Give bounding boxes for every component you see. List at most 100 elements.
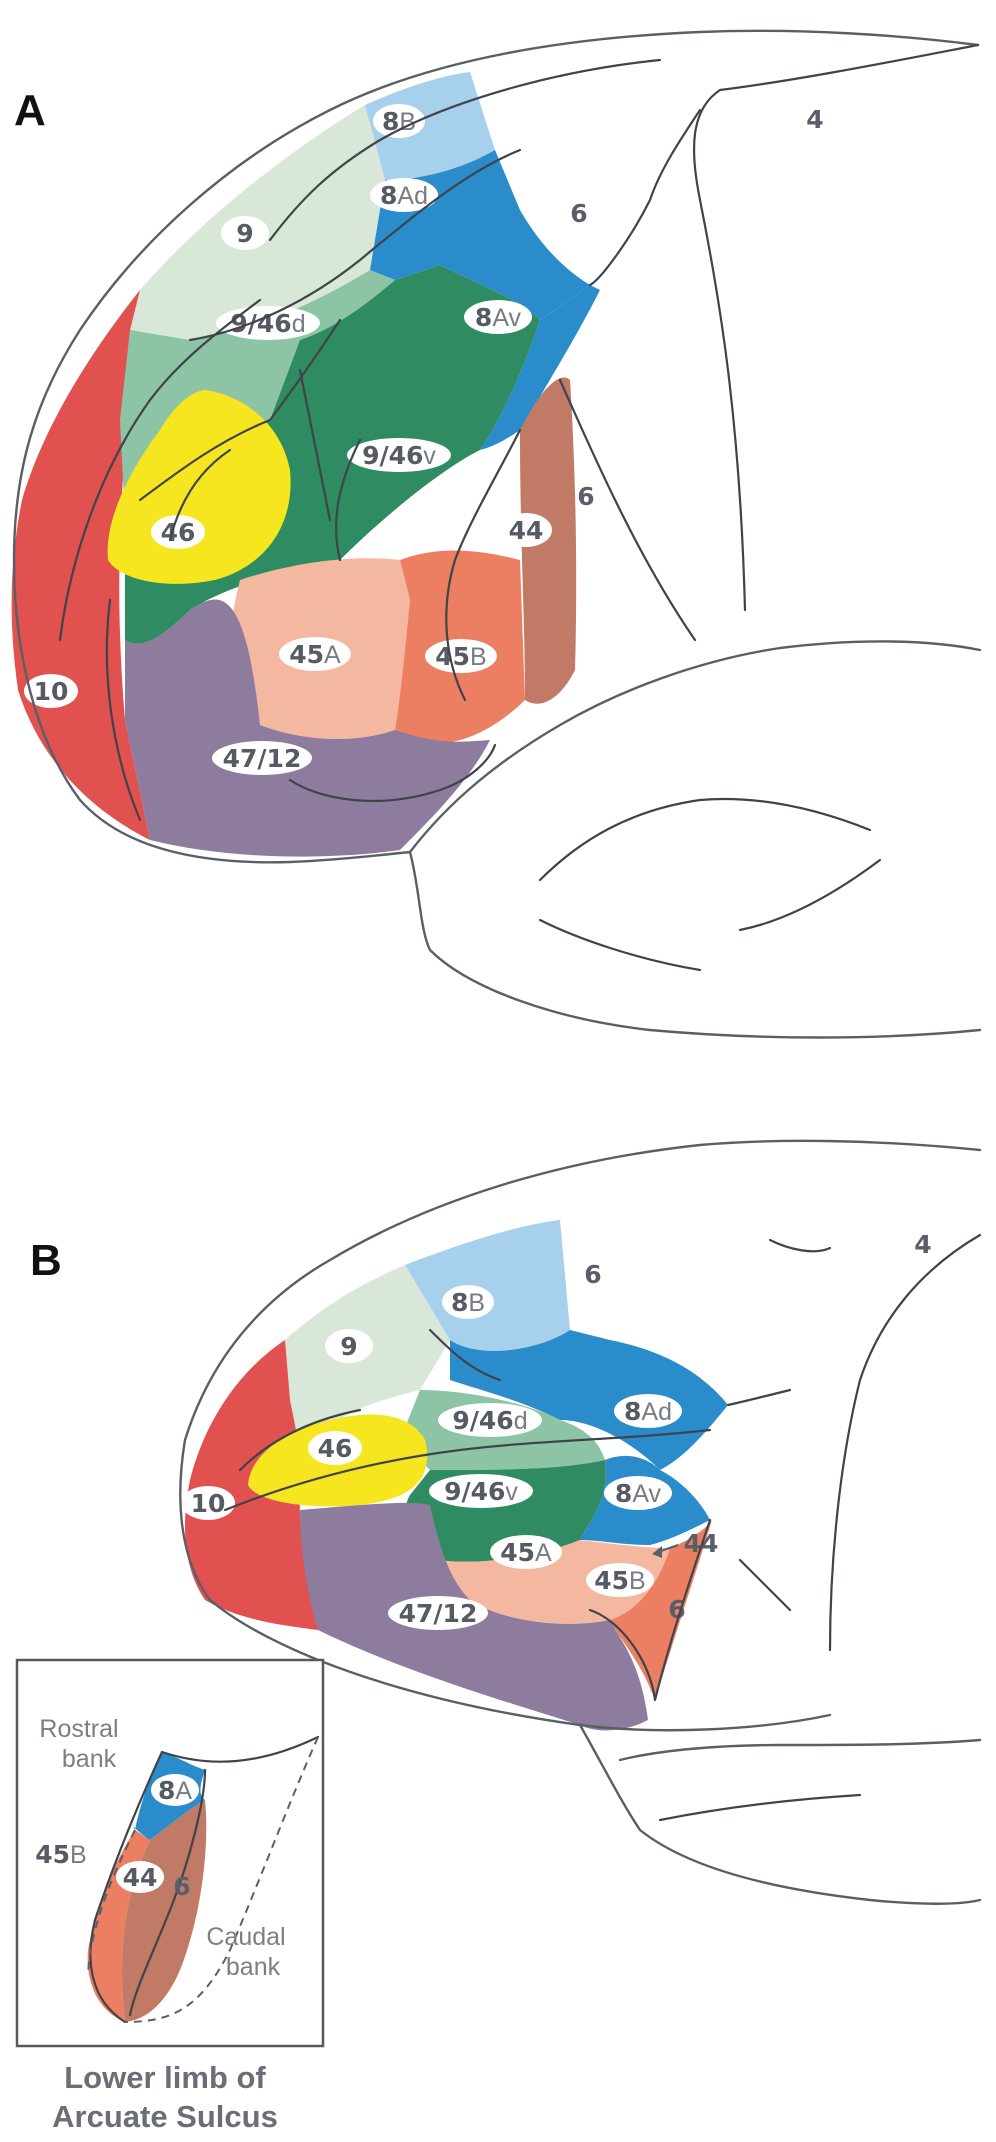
plain-6-mid-a: 6 xyxy=(577,482,594,511)
brain-outline-b xyxy=(179,1139,982,1905)
panel-b: B 8B 9 9/46d xyxy=(30,1139,982,1905)
brain-outline-a xyxy=(12,29,982,1039)
svg-text:8Ad: 8Ad xyxy=(380,181,428,210)
svg-text:46: 46 xyxy=(318,1434,353,1463)
sulcus-b-8 xyxy=(738,1558,792,1612)
label-10-b: 10 xyxy=(181,1486,235,1520)
label-8b-b: 8B xyxy=(442,1285,494,1319)
inset-label-8a-num: 8 xyxy=(158,1776,175,1805)
area-8b-region-b xyxy=(405,1220,570,1351)
label-45a-b: 45A xyxy=(490,1535,562,1569)
sulcus-a-4 xyxy=(558,378,697,642)
inset-caudal-label-2: bank xyxy=(226,1953,281,1981)
sulcus-b-3 xyxy=(726,1388,792,1407)
area-labels-b: 8B 9 9/46d 8Ad 46 9/46v xyxy=(181,1285,682,1630)
inset-line-3 xyxy=(128,1768,207,2017)
label-45a: 45A xyxy=(279,637,351,671)
inset-label-45b: 45B xyxy=(35,1840,86,1869)
label-45b: 45B xyxy=(425,639,497,673)
label-8b-sfx: B xyxy=(399,108,416,136)
label-8ad-b-sfx: Ad xyxy=(641,1398,672,1426)
plain-4-a: 4 xyxy=(806,105,823,134)
label-44: 44 xyxy=(500,513,552,547)
label-9-46v-sfx: v xyxy=(423,442,436,470)
label-10: 10 xyxy=(24,674,78,708)
label-9-46v: 9/46v xyxy=(347,438,451,472)
label-9-46d-num: 9/46 xyxy=(230,309,291,338)
label-9-46v-b-sfx: v xyxy=(505,1478,518,1506)
label-45a-sfx: A xyxy=(324,641,341,669)
sulcus-a-14 xyxy=(538,918,702,972)
sulcus-a-5 xyxy=(445,428,522,702)
svg-text:9/46v: 9/46v xyxy=(362,441,436,470)
label-46-b-num: 46 xyxy=(318,1434,353,1463)
label-8av-num: 8 xyxy=(475,303,492,332)
arrowhead-44-b xyxy=(652,1546,662,1558)
area-9-region-b xyxy=(285,1265,450,1450)
label-8ad-b: 8Ad xyxy=(614,1394,682,1428)
svg-text:44: 44 xyxy=(509,516,544,545)
sulcus-a-2 xyxy=(588,108,702,287)
label-9-b-num: 9 xyxy=(340,1332,357,1361)
area-8b-region xyxy=(365,72,495,180)
label-9-46d-b: 9/46d xyxy=(438,1403,542,1437)
svg-text:45B: 45B xyxy=(435,642,486,671)
svg-text:9: 9 xyxy=(340,1332,357,1361)
panel-b-letter: B xyxy=(30,1236,62,1285)
label-47-12: 47/12 xyxy=(212,741,312,775)
sulcus-a-13 xyxy=(738,858,882,932)
label-47-12-b-num: 47/12 xyxy=(399,1599,478,1628)
label-45b-b-num: 45 xyxy=(594,1566,629,1595)
svg-text:8Av: 8Av xyxy=(615,1479,662,1508)
label-45a-b-sfx: A xyxy=(535,1539,552,1567)
svg-text:9/46v: 9/46v xyxy=(444,1477,518,1506)
label-45b-sfx: B xyxy=(470,643,487,671)
inset-area-44 xyxy=(121,1800,207,2022)
svg-text:8A: 8A xyxy=(158,1776,192,1805)
label-8ad-num: 8 xyxy=(380,181,397,210)
plain-6-low-b: 6 xyxy=(668,1595,685,1624)
panel-a-letter: A xyxy=(14,86,46,135)
plain-6-top-b: 6 xyxy=(584,1260,601,1289)
plain-4-b: 4 xyxy=(914,1230,931,1259)
svg-text:47/12: 47/12 xyxy=(223,744,302,773)
sulcus-b-2 xyxy=(768,1238,832,1253)
label-8av-sfx: Av xyxy=(492,304,521,332)
inset-caudal-label-1: Caudal xyxy=(206,1923,285,1951)
label-10-b-num: 10 xyxy=(191,1489,226,1518)
sulcus-a-12 xyxy=(538,797,872,882)
inset-label-44: 44 xyxy=(116,1861,164,1893)
inset-plain-6: 6 xyxy=(173,1872,190,1901)
label-8av-b-num: 8 xyxy=(615,1479,632,1508)
plain-44-b: 44 xyxy=(684,1529,719,1558)
sulcus-a-1 xyxy=(692,43,980,612)
svg-text:47/12: 47/12 xyxy=(399,1599,478,1628)
label-45b-b: 45B xyxy=(586,1563,654,1597)
label-8b-b-sfx: B xyxy=(468,1289,485,1317)
area-8av-region xyxy=(480,285,600,450)
label-45a-b-num: 45 xyxy=(500,1538,535,1567)
sulcus-a-3 xyxy=(268,58,662,242)
label-8b-b-num: 8 xyxy=(451,1288,468,1317)
label-8ad-b-num: 8 xyxy=(624,1397,641,1426)
label-9-46v-b-num: 9/46 xyxy=(444,1477,505,1506)
label-9-46d-b-sfx: d xyxy=(514,1407,528,1435)
svg-text:9/46d: 9/46d xyxy=(452,1406,527,1435)
inset-dashed-rostral xyxy=(87,1829,136,1976)
inset-label-8a: 8A xyxy=(151,1774,199,1806)
area-45b-region-b xyxy=(610,1520,712,1700)
inset-caption-line-1: Lower limb of xyxy=(64,2060,266,2095)
sulcus-b-5 xyxy=(223,1428,712,1512)
label-9-46d-sfx: d xyxy=(292,310,306,338)
svg-text:45A: 45A xyxy=(289,640,341,669)
svg-text:9: 9 xyxy=(236,219,253,248)
sulcus-a-15 xyxy=(334,438,362,562)
sulcus-a-16 xyxy=(298,368,332,522)
svg-text:45A: 45A xyxy=(500,1538,552,1567)
sulcus-b-4 xyxy=(588,1518,712,1702)
sulcus-a-9 xyxy=(168,448,232,542)
label-46-num: 46 xyxy=(161,518,196,547)
label-47-12-num: 47/12 xyxy=(223,744,302,773)
label-47-12-b: 47/12 xyxy=(388,1596,488,1630)
